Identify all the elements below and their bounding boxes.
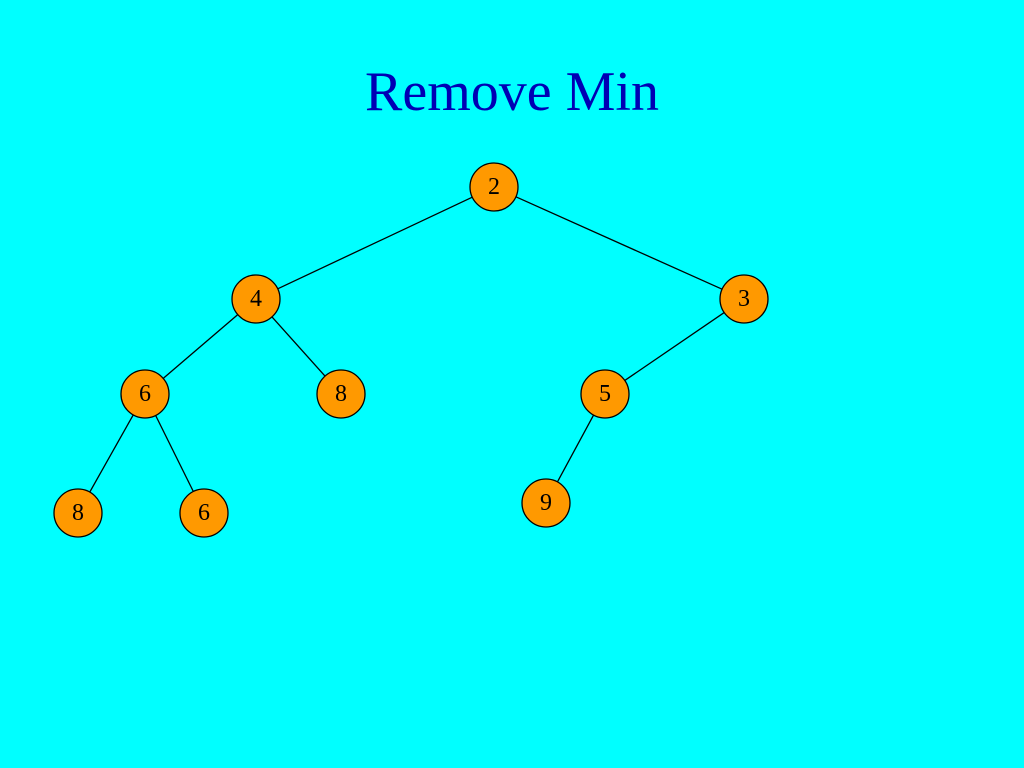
tree-node: 5 — [580, 369, 630, 419]
node-value: 4 — [250, 286, 262, 312]
tree-node: 8 — [53, 488, 103, 538]
node-value: 6 — [198, 500, 210, 526]
node-circle — [53, 488, 103, 538]
tree-node: 9 — [521, 478, 571, 528]
edge-n2-n4 — [277, 196, 473, 290]
edge-n4-n6a — [162, 314, 239, 379]
nodes-layer: 2 4 3 6 8 5 8 6 9 — [53, 162, 769, 538]
edge-n4-n8a — [271, 316, 326, 377]
tree-node: 2 — [469, 162, 519, 212]
edges-layer — [89, 196, 725, 493]
tree-node: 3 — [719, 274, 769, 324]
edge-n6a-n8b — [89, 414, 134, 493]
node-value: 2 — [488, 174, 500, 200]
node-circle — [316, 369, 366, 419]
tree-node: 6 — [120, 369, 170, 419]
node-value: 6 — [139, 381, 151, 407]
edge-n3-n5 — [624, 312, 725, 381]
node-value: 5 — [599, 381, 611, 407]
node-circle — [120, 369, 170, 419]
node-circle — [719, 274, 769, 324]
node-circle — [580, 369, 630, 419]
tree-node: 6 — [179, 488, 229, 538]
node-circle — [231, 274, 281, 324]
node-circle — [521, 478, 571, 528]
edge-n5-n9 — [556, 414, 595, 483]
tree-node: 4 — [231, 274, 281, 324]
node-value: 8 — [335, 381, 347, 407]
node-value: 3 — [738, 286, 750, 312]
node-value: 9 — [540, 490, 552, 516]
edge-n2-n3 — [515, 196, 723, 290]
slide-title: Remove Min — [365, 61, 659, 123]
edge-n6a-n6b — [155, 415, 194, 492]
node-circle — [469, 162, 519, 212]
tree-node: 8 — [316, 369, 366, 419]
node-circle — [179, 488, 229, 538]
node-value: 8 — [72, 500, 84, 526]
